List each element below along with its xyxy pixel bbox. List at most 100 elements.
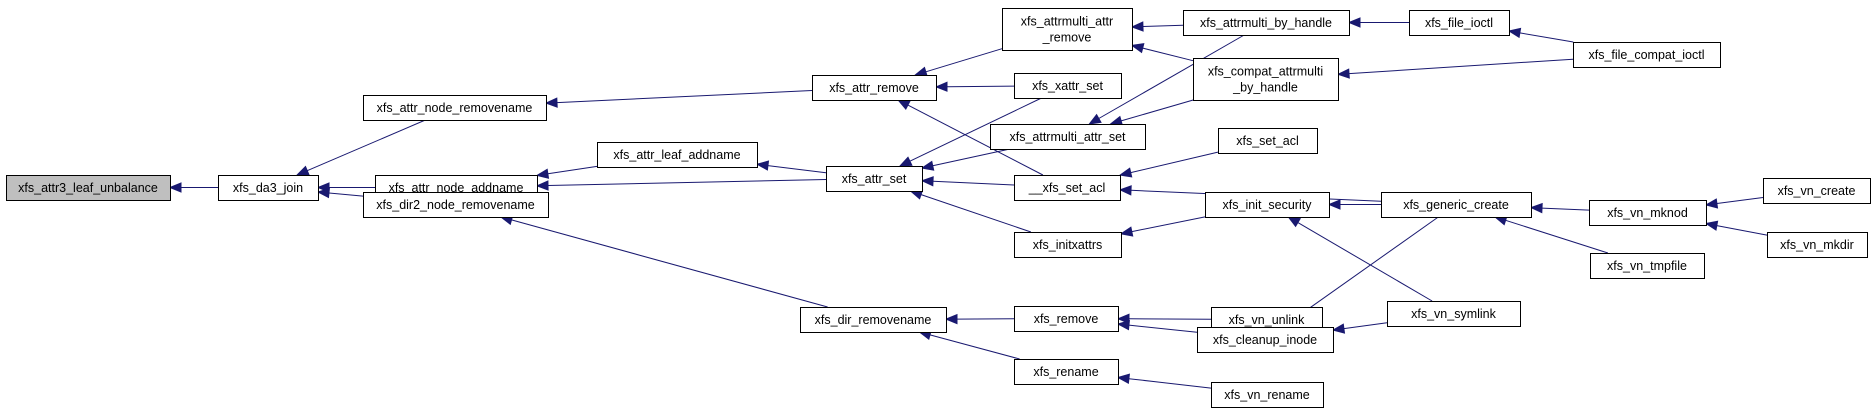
node-box[interactable] xyxy=(6,175,171,201)
node-box[interactable] xyxy=(1197,327,1334,353)
node-box[interactable] xyxy=(1183,10,1350,36)
node-box[interactable] xyxy=(1002,8,1133,51)
node-box[interactable] xyxy=(1014,73,1122,99)
edge-xfs_attr_leaf_addname-to-xfs_attr_node_addname xyxy=(535,165,598,179)
arrowhead-icon xyxy=(544,97,558,108)
node-xfs_vn_create[interactable]: xfs_vn_create xyxy=(1763,178,1871,204)
arrowhead-icon xyxy=(1116,313,1130,325)
edge-xfs_xattr_set-to-xfs_attr_remove xyxy=(934,81,1015,92)
node-box[interactable] xyxy=(1014,175,1121,201)
edge-line xyxy=(932,180,1015,186)
node-box[interactable] xyxy=(1014,359,1119,385)
node-label: xfs_vn_symlink xyxy=(1411,307,1496,321)
arrowhead-icon xyxy=(755,160,770,171)
node-xfs_attrmulti_attr_remove[interactable]: xfs_attrmulti_attr_remove xyxy=(1002,8,1133,51)
edge-xfs_file_ioctl-to-xfs_attrmulti_by_handle xyxy=(1347,17,1409,28)
node-xfs_vn_rename[interactable]: xfs_vn_rename xyxy=(1211,382,1324,408)
node-xfs_set_acl[interactable]: xfs_set_acl xyxy=(1218,128,1318,154)
arrowhead-icon xyxy=(1336,68,1350,79)
node-box[interactable] xyxy=(363,192,549,218)
node-xfs_vn_tmpfile[interactable]: xfs_vn_tmpfile xyxy=(1590,253,1705,279)
node-xfs_attr_node_removename[interactable]: xfs_attr_node_removename xyxy=(363,95,547,121)
node-box[interactable] xyxy=(1014,232,1122,258)
node-xfs_cleanup_inode[interactable]: xfs_cleanup_inode xyxy=(1197,327,1334,353)
node-label: xfs_vn_rename xyxy=(1224,388,1310,402)
edge-line xyxy=(1128,378,1212,389)
node-box[interactable] xyxy=(1763,178,1871,204)
node-label: xfs_init_security xyxy=(1223,198,1313,212)
node-xfs_attr_leaf_addname[interactable]: xfs_attr_leaf_addname xyxy=(597,142,758,168)
node-box[interactable] xyxy=(800,307,947,333)
edge-line xyxy=(1519,32,1574,43)
node-box[interactable] xyxy=(1381,192,1532,218)
node-xfs_attr_set[interactable]: xfs_attr_set xyxy=(826,166,923,192)
node-box[interactable] xyxy=(1590,253,1705,279)
nodes-layer: xfs_attr3_leaf_unbalance xfs_da3_join xfs_… xyxy=(6,8,1871,408)
node-xfs_rename[interactable]: xfs_rename xyxy=(1014,359,1119,385)
node-xfs_init_security[interactable]: xfs_init_security xyxy=(1205,192,1330,218)
edge-xfs_initxattrs-to-xfs_attr_set xyxy=(909,189,1032,233)
node-xfs_attrmulti_attr_set[interactable]: xfs_attrmulti_attr_set xyxy=(990,124,1146,150)
arrowhead-icon xyxy=(1119,226,1134,237)
arrowhead-icon xyxy=(934,81,948,92)
node-__xfs_set_acl[interactable]: __xfs_set_acl xyxy=(1014,175,1121,201)
node-box[interactable] xyxy=(363,95,547,121)
node-box[interactable] xyxy=(1767,232,1868,258)
node-xfs_attrmulti_by_handle[interactable]: xfs_attrmulti_by_handle xyxy=(1183,10,1350,36)
node-label: xfs_vn_create xyxy=(1778,184,1856,198)
node-xfs_vn_symlink[interactable]: xfs_vn_symlink xyxy=(1387,301,1521,327)
node-box[interactable] xyxy=(1409,10,1510,36)
node-label: xfs_remove xyxy=(1034,312,1099,326)
node-xfs_vn_mknod[interactable]: xfs_vn_mknod xyxy=(1589,200,1707,226)
node-label: _remove xyxy=(1042,31,1092,45)
node-xfs_remove[interactable]: xfs_remove xyxy=(1014,306,1119,332)
edge-line xyxy=(307,119,426,172)
node-xfs_initxattrs[interactable]: xfs_initxattrs xyxy=(1014,232,1122,258)
arrowhead-icon xyxy=(898,156,913,167)
node-xfs_vn_mkdir[interactable]: xfs_vn_mkdir xyxy=(1767,232,1868,258)
edge-line xyxy=(1142,24,1184,27)
node-xfs_attr_remove[interactable]: xfs_attr_remove xyxy=(812,75,937,101)
arrowhead-icon xyxy=(1347,17,1361,28)
node-xfs_compat_attrmulti_by_handle[interactable]: xfs_compat_attrmulti_by_handle xyxy=(1193,58,1339,101)
edge-line xyxy=(767,165,827,174)
arrowhead-icon xyxy=(1109,115,1124,126)
arrowhead-icon xyxy=(1118,185,1132,196)
node-box[interactable] xyxy=(826,166,923,192)
edge-line xyxy=(511,219,828,308)
edge-xfs_set_acl-to-__xfs_set_acl xyxy=(1118,151,1219,178)
node-label: xfs_set_acl xyxy=(1236,134,1299,148)
node-box[interactable] xyxy=(812,75,937,101)
node-xfs_file_ioctl[interactable]: xfs_file_ioctl xyxy=(1409,10,1510,36)
edge-xfs_rename-to-xfs_dir_removename xyxy=(918,329,1020,360)
node-box[interactable] xyxy=(1387,301,1521,327)
node-box[interactable] xyxy=(1589,200,1707,226)
edge-xfs_init_security-to-xfs_initxattrs xyxy=(1119,216,1206,237)
node-box[interactable] xyxy=(1211,382,1324,408)
arrowhead-icon xyxy=(1130,21,1144,32)
node-box[interactable] xyxy=(218,175,319,201)
node-xfs_generic_create[interactable]: xfs_generic_create xyxy=(1381,192,1532,218)
node-label: xfs_attrmulti_attr_set xyxy=(1009,130,1126,144)
edge-line xyxy=(907,104,1044,176)
edge-xfs_vn_symlink-to-xfs_init_security xyxy=(1287,216,1433,302)
node-box[interactable] xyxy=(597,142,758,168)
edge-line xyxy=(328,192,364,197)
node-xfs_dir2_node_removename[interactable]: xfs_dir2_node_removename xyxy=(363,192,549,218)
arrowhead-icon xyxy=(1130,43,1145,54)
node-box[interactable] xyxy=(990,124,1146,150)
node-box[interactable] xyxy=(1205,192,1330,218)
node-xfs_file_compat_ioctl[interactable]: xfs_file_compat_ioctl xyxy=(1573,42,1721,68)
node-xfs_dir_removename[interactable]: xfs_dir_removename xyxy=(800,307,947,333)
arrowhead-icon xyxy=(1331,323,1346,334)
node-xfs_attr3_leaf_unbalance[interactable]: xfs_attr3_leaf_unbalance xyxy=(6,175,171,201)
node-xfs_da3_join[interactable]: xfs_da3_join xyxy=(218,175,319,201)
edge-xfs_vn_symlink-to-xfs_cleanup_inode xyxy=(1331,322,1388,334)
node-box[interactable] xyxy=(1573,42,1721,68)
node-box[interactable] xyxy=(1193,58,1339,101)
edge-xfs_generic_create-to-xfs_init_security xyxy=(1327,199,1381,210)
node-box[interactable] xyxy=(1014,306,1119,332)
node-xfs_xattr_set[interactable]: xfs_xattr_set xyxy=(1014,73,1122,99)
edge-xfs_vn_mknod-to-xfs_generic_create xyxy=(1529,202,1590,214)
node-box[interactable] xyxy=(1218,128,1318,154)
